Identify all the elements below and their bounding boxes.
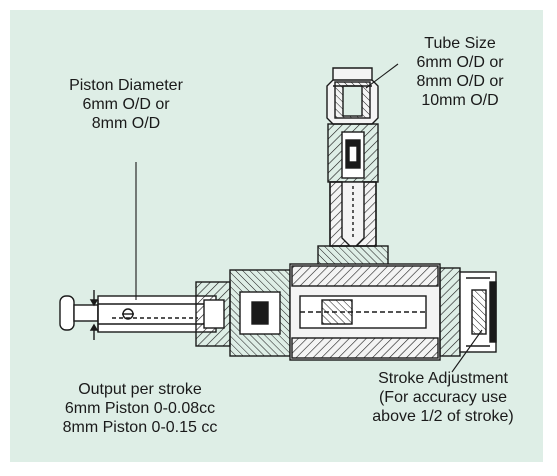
tube-size-line: 6mm O/D or bbox=[416, 54, 504, 71]
tube-size-line: 10mm O/D bbox=[421, 92, 499, 109]
output-line: 6mm Piston 0-0.08cc bbox=[64, 400, 216, 417]
stroke-adjustment-line: above 1/2 of stroke) bbox=[372, 408, 514, 425]
tube-size-line: 8mm O/D or bbox=[416, 73, 504, 90]
diagram-panel bbox=[10, 10, 543, 462]
stroke-adjustment-leader bbox=[451, 329, 483, 373]
output-title: Output per stroke bbox=[78, 381, 202, 398]
piston-diameter-line: 8mm O/D bbox=[91, 115, 161, 132]
tube-size-label: Tube Size 6mm O/D or 8mm O/D or 10mm O/D bbox=[380, 34, 540, 110]
stroke-adjustment-line: (For accuracy use bbox=[378, 389, 508, 406]
stroke-adjustment-title: Stroke Adjustment bbox=[378, 370, 508, 387]
piston-diameter-label: Piston Diameter 6mm O/D or 8mm O/D bbox=[46, 76, 206, 133]
stroke-adjustment-label: Stroke Adjustment (For accuracy use abov… bbox=[338, 369, 548, 426]
tube-size-leader bbox=[365, 63, 399, 89]
piston-diameter-title: Piston Diameter bbox=[69, 77, 183, 94]
pump-body bbox=[195, 263, 497, 361]
valve-body bbox=[317, 123, 389, 267]
output-per-stroke-label: Output per stroke 6mm Piston 0-0.08cc 8m… bbox=[30, 380, 250, 437]
leader-lines bbox=[135, 63, 483, 373]
piston-diameter-line: 6mm O/D or bbox=[82, 96, 170, 113]
tube-size-title: Tube Size bbox=[424, 35, 496, 52]
output-line: 8mm Piston 0-0.15 cc bbox=[62, 419, 218, 436]
dimension-marks bbox=[89, 290, 99, 340]
piston-rod bbox=[59, 295, 217, 333]
tube-fitting bbox=[326, 67, 379, 125]
